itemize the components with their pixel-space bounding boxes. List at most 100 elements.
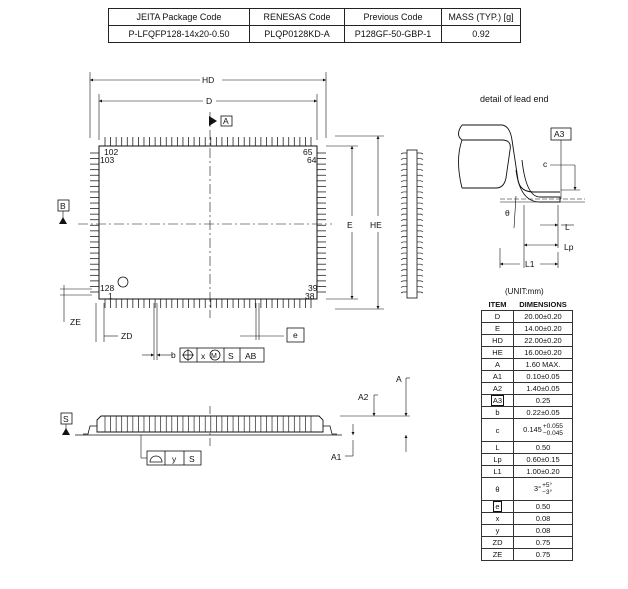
pin-number-65: 65 bbox=[303, 147, 313, 157]
flatness-tolerance-frame bbox=[146, 450, 202, 466]
dimension-item-label: L bbox=[495, 443, 500, 452]
datum-b-box bbox=[57, 199, 70, 212]
tolerance-y-label: y bbox=[172, 454, 177, 464]
dimension-value: 0.75 bbox=[513, 548, 573, 561]
dimension-item-label: ZD bbox=[492, 538, 503, 547]
dimension-item-label: HD bbox=[492, 336, 503, 345]
dimension-item-label: HE bbox=[492, 348, 503, 357]
dimension-item: e bbox=[481, 500, 514, 513]
dim-label-zd: ZD bbox=[121, 331, 132, 341]
datum-a-box bbox=[220, 115, 233, 127]
table-row: x 0.08 bbox=[481, 512, 573, 525]
dimension-value-label: 0.50 bbox=[535, 443, 551, 452]
pin-number-102: 102 bbox=[104, 147, 118, 157]
pin-number-103: 103 bbox=[100, 155, 114, 165]
dimension-value: 0.60±0.15 bbox=[513, 453, 573, 466]
dimension-value: 0.08 bbox=[513, 512, 573, 525]
dimension-tol-minus: −3° bbox=[542, 489, 553, 496]
dim-label-a: A bbox=[396, 374, 402, 384]
pin-number-128: 128 bbox=[100, 283, 114, 293]
dimension-value-label: 0.50 bbox=[535, 502, 551, 511]
dimension-value: 14.00±0.20 bbox=[513, 322, 573, 335]
dimension-item-label: A1 bbox=[492, 372, 503, 381]
dimension-item: HD bbox=[481, 334, 514, 347]
dimension-item: L1 bbox=[481, 465, 514, 478]
dimension-item: E bbox=[481, 322, 514, 335]
pin-number-1: 1 bbox=[108, 291, 113, 301]
dimension-value: 0.75 bbox=[513, 536, 573, 549]
dimension-item: ZD bbox=[481, 536, 514, 549]
dimension-item: D bbox=[481, 310, 514, 323]
dimension-value-label: 1.00±0.20 bbox=[526, 467, 560, 476]
dim-label-c: c bbox=[543, 159, 548, 169]
dimension-tol-minus: −0.045 bbox=[542, 430, 563, 437]
pin1-index-mark bbox=[117, 276, 129, 288]
table-row: e 0.50 bbox=[481, 500, 573, 513]
dimension-item-label: e bbox=[493, 501, 502, 512]
pin-number-38: 38 bbox=[305, 291, 315, 301]
dimension-value: 1.60 MAX. bbox=[513, 358, 573, 371]
dim-label-a2: A2 bbox=[358, 392, 369, 402]
package-code-table: JEITA Package Code RENESAS Code Previous… bbox=[108, 8, 521, 43]
dimension-item: b bbox=[481, 406, 514, 419]
dimension-value-label: 0.08 bbox=[535, 526, 551, 535]
tolerance-ab-label: AB bbox=[245, 351, 257, 361]
pin-number-64: 64 bbox=[307, 155, 317, 165]
dimension-value-label: 3° bbox=[533, 483, 542, 493]
pin-number-39: 39 bbox=[308, 283, 318, 293]
dim-label-a1: A1 bbox=[331, 452, 342, 462]
dimension-value-label: 1.60 MAX. bbox=[525, 360, 561, 369]
dimension-value-label: 0.10±0.05 bbox=[526, 372, 560, 381]
dimension-item: c bbox=[481, 418, 514, 442]
datum-s-label: S bbox=[63, 414, 69, 424]
dimension-item-label: c bbox=[495, 425, 500, 435]
dimension-item: A1 bbox=[481, 370, 514, 383]
dimension-item-label: x bbox=[495, 514, 500, 523]
dimension-value: 0.22±0.05 bbox=[513, 406, 573, 419]
dim-label-a3: A3 bbox=[554, 129, 565, 139]
dimension-value: 20.00±0.20 bbox=[513, 310, 573, 323]
dim-label-e-pitch: e bbox=[293, 330, 298, 340]
dimension-item-label: A bbox=[494, 360, 500, 369]
dimension-item-label: ZE bbox=[492, 550, 503, 559]
mmc-symbol-icon bbox=[209, 349, 221, 361]
dim-label-ze: ZE bbox=[70, 317, 81, 327]
dimension-tol-plus: +0.055 bbox=[542, 423, 563, 430]
package-code-header-row: JEITA Package Code RENESAS Code Previous… bbox=[108, 8, 521, 26]
datum-s-box bbox=[60, 412, 73, 425]
datum-b-label: B bbox=[60, 201, 66, 211]
dim-label-l: L bbox=[565, 222, 570, 232]
dim-label-lp: Lp bbox=[564, 242, 574, 252]
dimension-item-label: D bbox=[494, 312, 501, 321]
tolerance-s2-label: S bbox=[189, 454, 195, 464]
dim-label-e: E bbox=[347, 220, 353, 230]
dimension-value: 0.50 bbox=[513, 441, 573, 454]
dimension-value-label: 16.00±0.20 bbox=[524, 348, 562, 357]
package-body-top-view bbox=[98, 145, 318, 300]
dimension-value: 1.40±0.05 bbox=[513, 382, 573, 395]
dimension-item: A3 bbox=[481, 394, 514, 407]
value-renesas: PLQP0128KD-A bbox=[249, 25, 345, 43]
table-row: HE 16.00±0.20 bbox=[481, 346, 573, 359]
dimension-item-label: b bbox=[495, 408, 500, 417]
dim-label-b: b bbox=[171, 350, 176, 360]
table-row: b 0.22±0.05 bbox=[481, 406, 573, 419]
dim-label-d: D bbox=[206, 96, 212, 106]
package-code-value-row: P-LFQFP128-14x20-0.50 PLQP0128KD-A P128G… bbox=[108, 25, 521, 43]
dimension-item: ZE bbox=[481, 548, 514, 561]
dimensions-header-row: ITEM DIMENSIONS bbox=[482, 298, 573, 311]
unit-label: (UNIT:mm) bbox=[505, 287, 544, 296]
dimension-value: 3°+5°−3° bbox=[513, 477, 573, 501]
dim-label-theta: θ bbox=[505, 208, 510, 218]
dimension-value-label: 0.08 bbox=[535, 514, 551, 523]
table-row: L1 1.00±0.20 bbox=[481, 465, 573, 478]
dim-label-he: HE bbox=[370, 220, 382, 230]
dimensions-header-value: DIMENSIONS bbox=[519, 299, 567, 309]
pitch-e-box bbox=[286, 327, 305, 343]
